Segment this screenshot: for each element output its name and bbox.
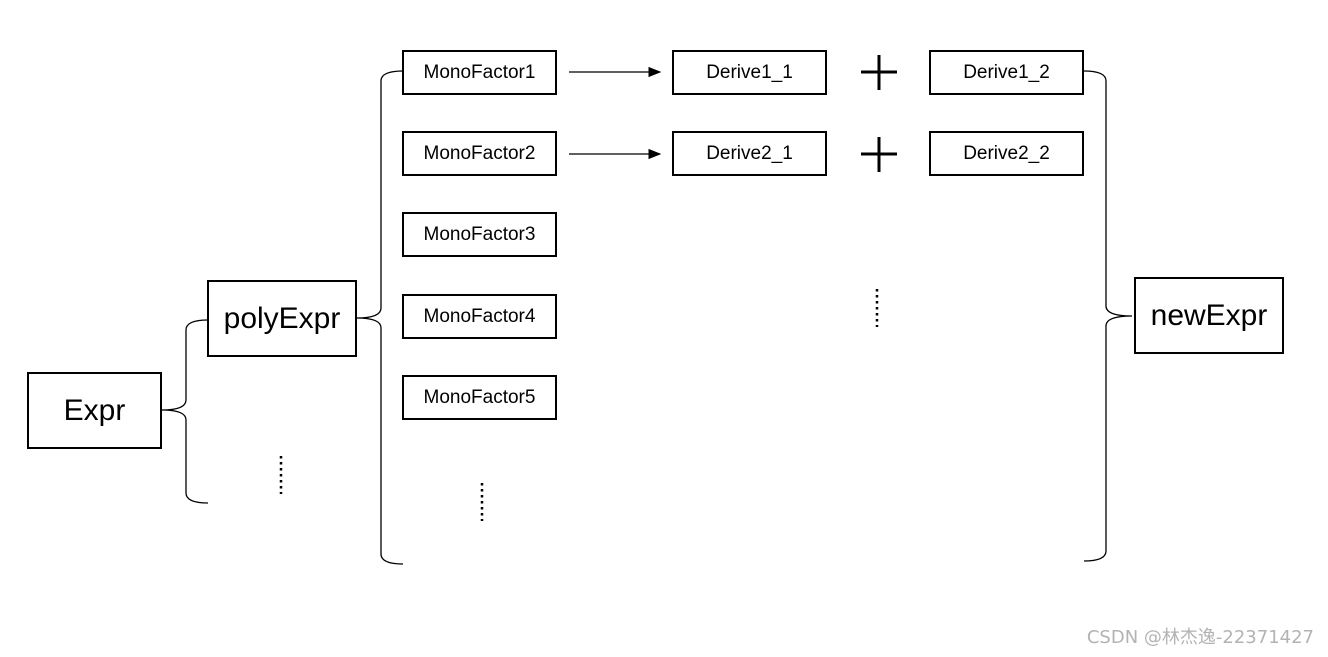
watermark: CSDN @林杰逸-22371427 [1086, 627, 1314, 648]
monofactor-node: MonoFactor2 [402, 131, 557, 176]
polyexpr-node: polyExpr [207, 280, 357, 357]
monofactor-node: MonoFactor3 [402, 212, 557, 257]
polyexpr-brace [356, 70, 404, 565]
monofactor-node: MonoFactor1 [402, 50, 557, 95]
derive-first-node: Derive2_1 [672, 131, 827, 176]
monofactor-node: MonoFactor5 [402, 375, 557, 420]
newexpr-brace [1083, 70, 1133, 562]
derive-first-node: Derive1_1 [672, 50, 827, 95]
expr-node: Expr [27, 372, 162, 449]
newexpr-node: newExpr [1134, 277, 1284, 354]
derive-second-node: Derive2_2 [929, 131, 1084, 176]
monofactor-node: MonoFactor4 [402, 294, 557, 339]
derive-second-node: Derive1_2 [929, 50, 1084, 95]
expr-brace [161, 319, 209, 504]
